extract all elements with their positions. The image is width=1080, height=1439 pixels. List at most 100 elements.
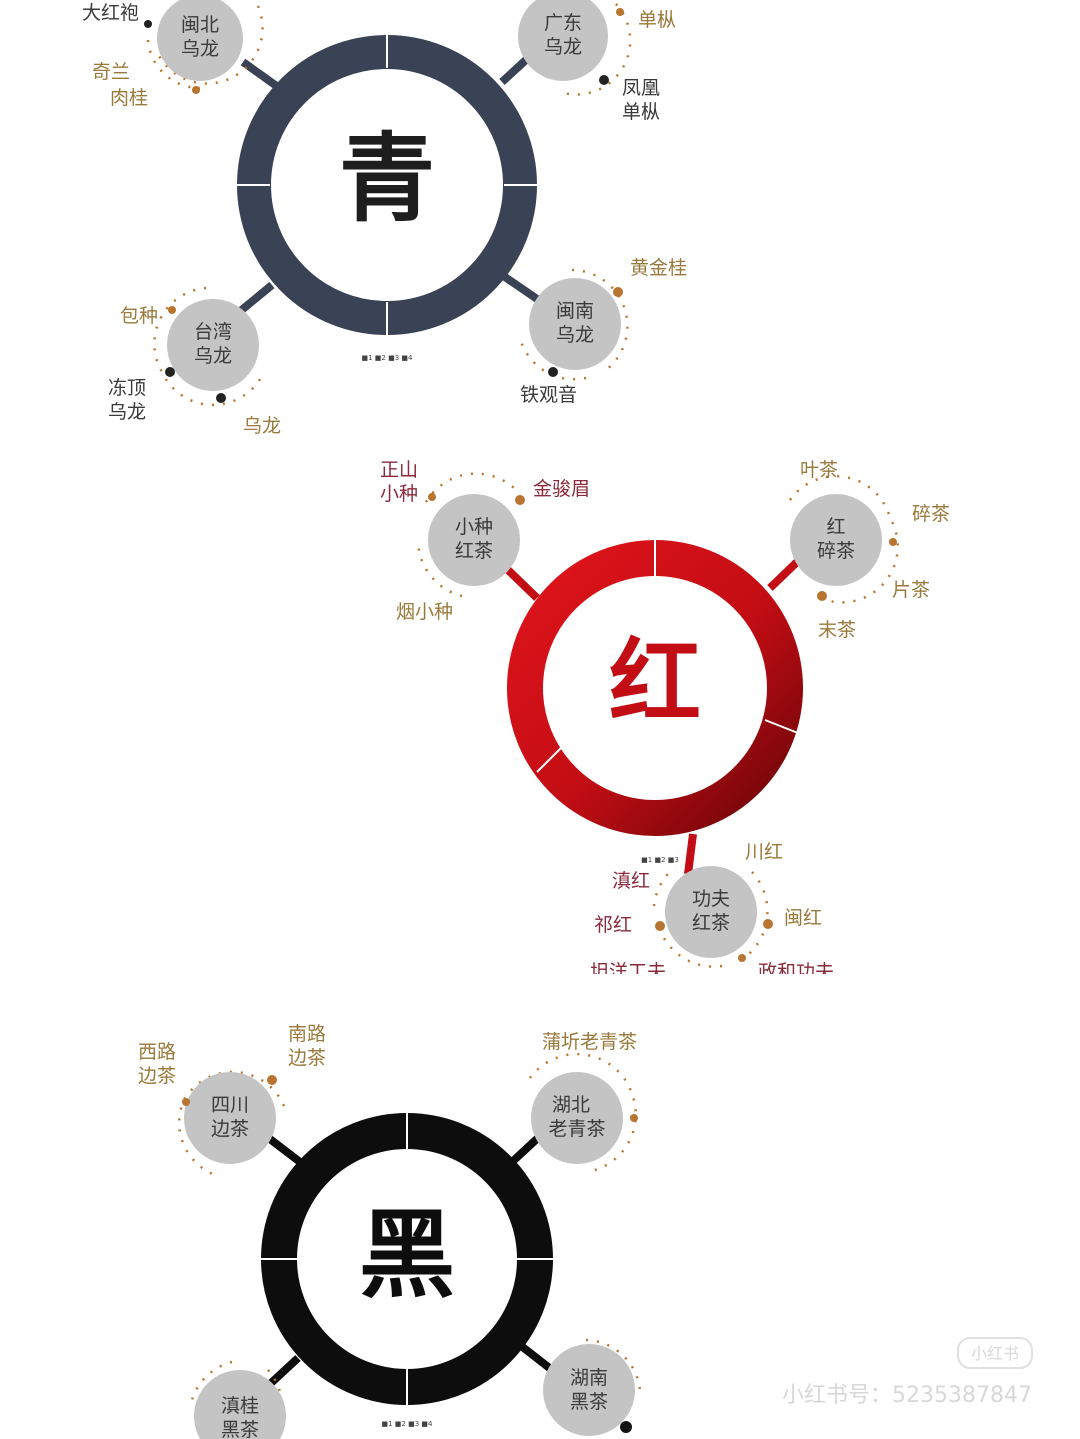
node-label: 广东	[544, 12, 582, 34]
leaf-label: 滇红	[612, 870, 650, 892]
leaf-label: 闽红	[784, 907, 822, 929]
leaf-dot	[630, 1114, 638, 1122]
leaf-dot	[267, 1075, 277, 1085]
node-label: 功夫	[692, 888, 730, 910]
arc-dots	[652, 871, 769, 968]
connector-minnan	[502, 273, 543, 305]
leaf-label: 正山	[380, 459, 418, 481]
leaf-label: 小种	[380, 483, 418, 505]
leaf-label: 末茶	[818, 619, 856, 641]
node-label: 乌龙	[194, 345, 232, 367]
leaf-label: 乌龙	[108, 401, 146, 423]
leaf-label: 边茶	[138, 1065, 176, 1087]
ring-divider	[536, 744, 565, 773]
leaf-label: 包种	[120, 305, 158, 327]
leaf-label: 铁观音	[520, 384, 577, 406]
connector-suicha	[767, 559, 800, 591]
leaf-dot	[620, 1421, 632, 1433]
node-label: 闽南	[556, 300, 594, 322]
node-circle-guangdong	[518, 0, 608, 81]
connector-gongfu	[684, 833, 697, 875]
node-label: 边茶	[211, 1118, 249, 1140]
node-circle-minnan	[529, 278, 621, 370]
leaf-dot	[515, 495, 525, 505]
node-circle-minbei	[157, 0, 243, 81]
leaf-dot	[216, 393, 226, 403]
legend-hei: ■1 ■2 ■3 ■4	[382, 1420, 433, 1428]
node-label: 乌龙	[181, 38, 219, 60]
node-label: 滇桂	[221, 1395, 259, 1417]
node-circle-xiaozhong	[428, 494, 520, 586]
node-label: 湖南	[570, 1367, 608, 1389]
connector-minbei	[240, 58, 281, 91]
section-hei: 黑 ■1 ■2 ■3 ■4 四川 边茶 西路 边茶 南路 边茶 湖北 老青茶 蒲…	[138, 1023, 642, 1439]
leaf-dot	[144, 20, 152, 28]
crop-mask	[560, 974, 860, 986]
leaf-label: 单枞	[638, 9, 676, 31]
node-label: 老青茶	[548, 1118, 605, 1140]
watermark: 小红书 小红书号：5235387847	[782, 1337, 1033, 1408]
leaf-label: 奇兰	[92, 61, 130, 83]
node-label: 闽北	[181, 14, 219, 36]
node-circle-suicha	[790, 494, 882, 586]
node-label: 红	[826, 516, 845, 538]
leaf-dot	[548, 367, 558, 377]
node-label: 乌龙	[556, 324, 594, 346]
leaf-label: 碎茶	[912, 503, 950, 525]
center-char-hei: 黑	[359, 1198, 455, 1311]
leaf-dot	[738, 954, 746, 962]
leaf-label: 祁红	[594, 914, 632, 936]
node-label: 四川	[211, 1094, 249, 1116]
leaf-label: 烟小种	[396, 601, 453, 623]
node-circle-sichuan	[184, 1072, 276, 1164]
leaf-dot	[889, 538, 897, 546]
node-label: 红茶	[692, 912, 730, 934]
connector-taiwan	[235, 281, 275, 317]
connector-guangdong	[499, 55, 531, 85]
leaf-label: 凤凰	[622, 77, 660, 99]
leaf-label: 黄金桂	[630, 257, 687, 279]
legend-qing: ■1 ■2 ■3 ■4	[362, 354, 413, 362]
leaf-label: 边茶	[288, 1047, 326, 1069]
leaf-label: 单枞	[622, 101, 660, 123]
leaf-label: 大红袍	[82, 2, 139, 24]
leaf-label: 西路	[138, 1041, 176, 1063]
node-circle-hubei	[531, 1072, 623, 1164]
connector-sichuan	[263, 1132, 303, 1166]
leaf-dot	[817, 591, 827, 601]
leaf-label: 冻顶	[108, 377, 146, 399]
connector-hunan	[517, 1341, 555, 1374]
connector-hubei	[509, 1133, 543, 1165]
leaf-label: 蒲圻老青茶	[542, 1031, 637, 1053]
leaf-dot	[182, 1098, 190, 1106]
node-label: 小种	[455, 516, 493, 538]
leaf-label: 片茶	[892, 579, 930, 601]
leaf-label: 叶茶	[800, 459, 838, 481]
ring-divider	[764, 719, 804, 736]
node-circle-gongfu	[665, 866, 757, 958]
leaf-dot	[763, 919, 773, 929]
node-circle-diangui	[194, 1370, 286, 1439]
node-label: 台湾	[194, 321, 232, 343]
leaf-dot	[165, 367, 175, 377]
center-char-hong: 红	[609, 628, 701, 736]
node-circle-hunan	[543, 1344, 635, 1436]
node-label: 湖北	[552, 1094, 590, 1116]
center-char-qing: 青	[339, 122, 435, 235]
leaf-label: 肉桂	[110, 87, 148, 109]
node-label: 乌龙	[544, 36, 582, 58]
legend-hong: ■1 ■2 ■3	[641, 856, 679, 864]
watermark-badge-text: 小红书	[971, 1344, 1019, 1363]
leaf-dot	[613, 287, 623, 297]
watermark-badge	[957, 1337, 1033, 1369]
connector-xiaozhong	[503, 565, 540, 601]
leaf-label: 南路	[288, 1023, 326, 1045]
leaf-dot	[655, 921, 665, 931]
leaf-dot	[599, 75, 609, 85]
node-label: 碎茶	[817, 540, 855, 562]
node-label: 黑茶	[221, 1419, 259, 1439]
section-hong: 红 ■1 ■2 ■3 小种 红茶 正山 小种 金骏眉 烟小种 红 碎茶 叶茶 碎…	[380, 459, 950, 986]
leaf-dot	[616, 8, 624, 16]
leaf-dot	[192, 86, 200, 94]
